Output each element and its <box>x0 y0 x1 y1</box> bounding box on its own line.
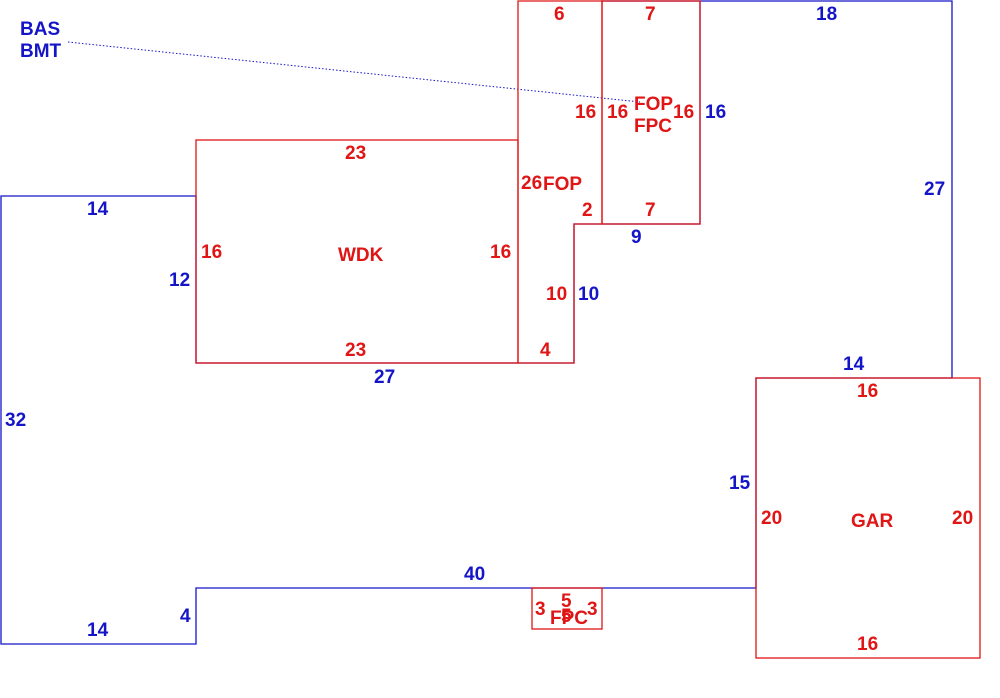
gar-dim-bottom: 16 <box>857 634 878 655</box>
bas-dim-right-27: 27 <box>924 179 945 200</box>
fop-tall-dim-top: 7 <box>645 4 656 25</box>
fpc-tall-label: FPC <box>634 116 672 137</box>
fop-small-dim-left: 26 <box>521 173 542 194</box>
bas-dim-step-14: 14 <box>843 354 865 375</box>
fop-small-dim-right: 16 <box>575 102 596 123</box>
gar-outline <box>755 377 981 659</box>
fop-tall-dim-bottom: 7 <box>645 200 656 221</box>
fpc-small-dim-left: 3 <box>535 599 546 620</box>
fpc-small-dim-center: 5 <box>561 606 572 627</box>
bas-dim-top-left-14: 14 <box>87 199 109 220</box>
bas-dim-bottom-left-14: 14 <box>87 620 109 641</box>
bas-dim-bottom-40: 40 <box>464 564 485 585</box>
bas-dim-small-4: 4 <box>180 606 191 627</box>
fop-small-dim-top: 6 <box>554 4 565 25</box>
fpc-small-dim-top: 5 <box>561 591 572 612</box>
gar-dim-left: 20 <box>761 508 782 529</box>
wdk-dim-left: 16 <box>201 242 222 263</box>
fpc-small-outline <box>531 587 603 630</box>
bas-dim-gar-side-15: 15 <box>729 473 751 494</box>
gar-dim-right: 20 <box>952 508 973 529</box>
fpc-small-dim-right: 3 <box>587 599 598 620</box>
fop-small-dim-step: 2 <box>582 200 593 221</box>
fop-fpc-outline <box>601 0 701 225</box>
bas-leader-line <box>67 41 641 103</box>
fpc-small-label: FPC <box>550 608 588 629</box>
bas-dim-left-12: 12 <box>169 270 190 291</box>
fop-small-dim-inner: 10 <box>546 284 567 305</box>
bas-dim-bottom-27: 27 <box>374 367 395 388</box>
wdk-label: WDK <box>338 245 384 266</box>
bas-outline <box>0 0 953 645</box>
bas-dim-top-18: 18 <box>816 4 837 25</box>
fop-tall-label: FOP <box>634 94 673 115</box>
fop-small-dim-bottom: 4 <box>540 340 551 361</box>
fop-tall-dim-left: 16 <box>607 102 628 123</box>
bas-dim-step-9: 9 <box>631 227 642 248</box>
gar-label: GAR <box>851 511 894 532</box>
bas-dim-left-32: 32 <box>5 410 26 431</box>
fop-small-label: FOP <box>543 174 582 195</box>
bas-dim-step-10: 10 <box>578 284 599 305</box>
bmt-label: BMT <box>20 41 62 62</box>
wdk-dim-top: 23 <box>345 143 366 164</box>
bas-dim-right-16: 16 <box>705 102 726 123</box>
fop-tall-dim-right: 16 <box>673 102 694 123</box>
wdk-dim-bottom: 23 <box>345 340 366 361</box>
bas-label: BAS <box>20 19 60 40</box>
wdk-dim-right: 16 <box>490 242 511 263</box>
gar-dim-top: 16 <box>857 381 878 402</box>
